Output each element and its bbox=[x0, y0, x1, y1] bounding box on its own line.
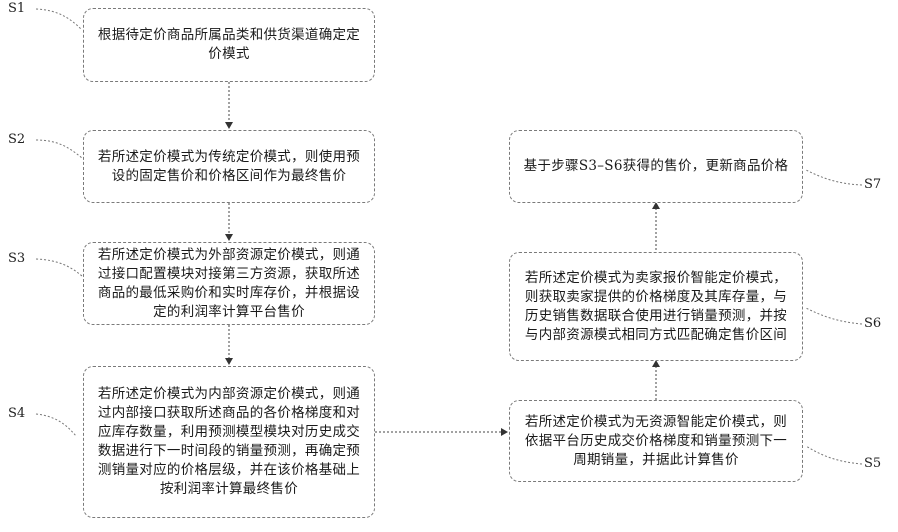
step-text-s2: 若所述定价模式为传统定价模式，则使用预设的固定售价和价格区间作为最终售价 bbox=[94, 148, 364, 186]
leader-s2 bbox=[36, 140, 82, 158]
leader-s4 bbox=[36, 414, 76, 436]
step-box-s4: 若所述定价模式为内部资源定价模式，则通过内部接口获取所述商品的各价格梯度和对应库… bbox=[83, 366, 375, 518]
step-label-s6: S6 bbox=[864, 316, 881, 331]
step-text-s3: 若所述定价模式为外部资源定价模式，则通过接口配置模块对接第三方资源，获取所述商品… bbox=[94, 246, 364, 322]
step-text-s4: 若所述定价模式为内部资源定价模式，则通过内部接口获取所述商品的各价格梯度和对应库… bbox=[94, 385, 364, 499]
step-label-s3: S3 bbox=[8, 251, 25, 266]
step-text-s7: 基于步骤S3–S6获得的售价，更新商品价格 bbox=[524, 157, 789, 176]
step-label-s4: S4 bbox=[8, 406, 25, 421]
step-label-s5: S5 bbox=[864, 456, 881, 471]
leader-s6 bbox=[806, 308, 862, 324]
step-text-s6: 若所述定价模式为卖家报价智能定价模式，则获取卖家提供的价格梯度及其库存量，与历史… bbox=[520, 269, 792, 345]
leader-s3 bbox=[36, 259, 82, 276]
step-label-s7: S7 bbox=[864, 177, 881, 192]
step-box-s2: 若所述定价模式为传统定价模式，则使用预设的固定售价和价格区间作为最终售价 bbox=[83, 130, 375, 203]
step-label-s2: S2 bbox=[8, 132, 25, 147]
step-box-s1: 根据待定价商品所属品类和供货渠道确定定价模式 bbox=[83, 8, 375, 82]
leader-s7 bbox=[806, 170, 862, 185]
step-box-s7: 基于步骤S3–S6获得的售价，更新商品价格 bbox=[509, 130, 803, 203]
step-box-s5: 若所述定价模式为无资源智能定价模式，则依据平台历史成交价格梯度和销量预测下一周期… bbox=[509, 400, 803, 482]
step-box-s6: 若所述定价模式为卖家报价智能定价模式，则获取卖家提供的价格梯度及其库存量，与历史… bbox=[509, 252, 803, 361]
step-label-s1: S1 bbox=[8, 1, 25, 16]
step-text-s5: 若所述定价模式为无资源智能定价模式，则依据平台历史成交价格梯度和销量预测下一周期… bbox=[520, 413, 792, 470]
step-box-s3: 若所述定价模式为外部资源定价模式，则通过接口配置模块对接第三方资源，获取所述商品… bbox=[83, 242, 375, 325]
step-text-s1: 根据待定价商品所属品类和供货渠道确定定价模式 bbox=[94, 26, 364, 64]
leader-s5 bbox=[806, 446, 862, 464]
leader-s1 bbox=[36, 9, 82, 30]
